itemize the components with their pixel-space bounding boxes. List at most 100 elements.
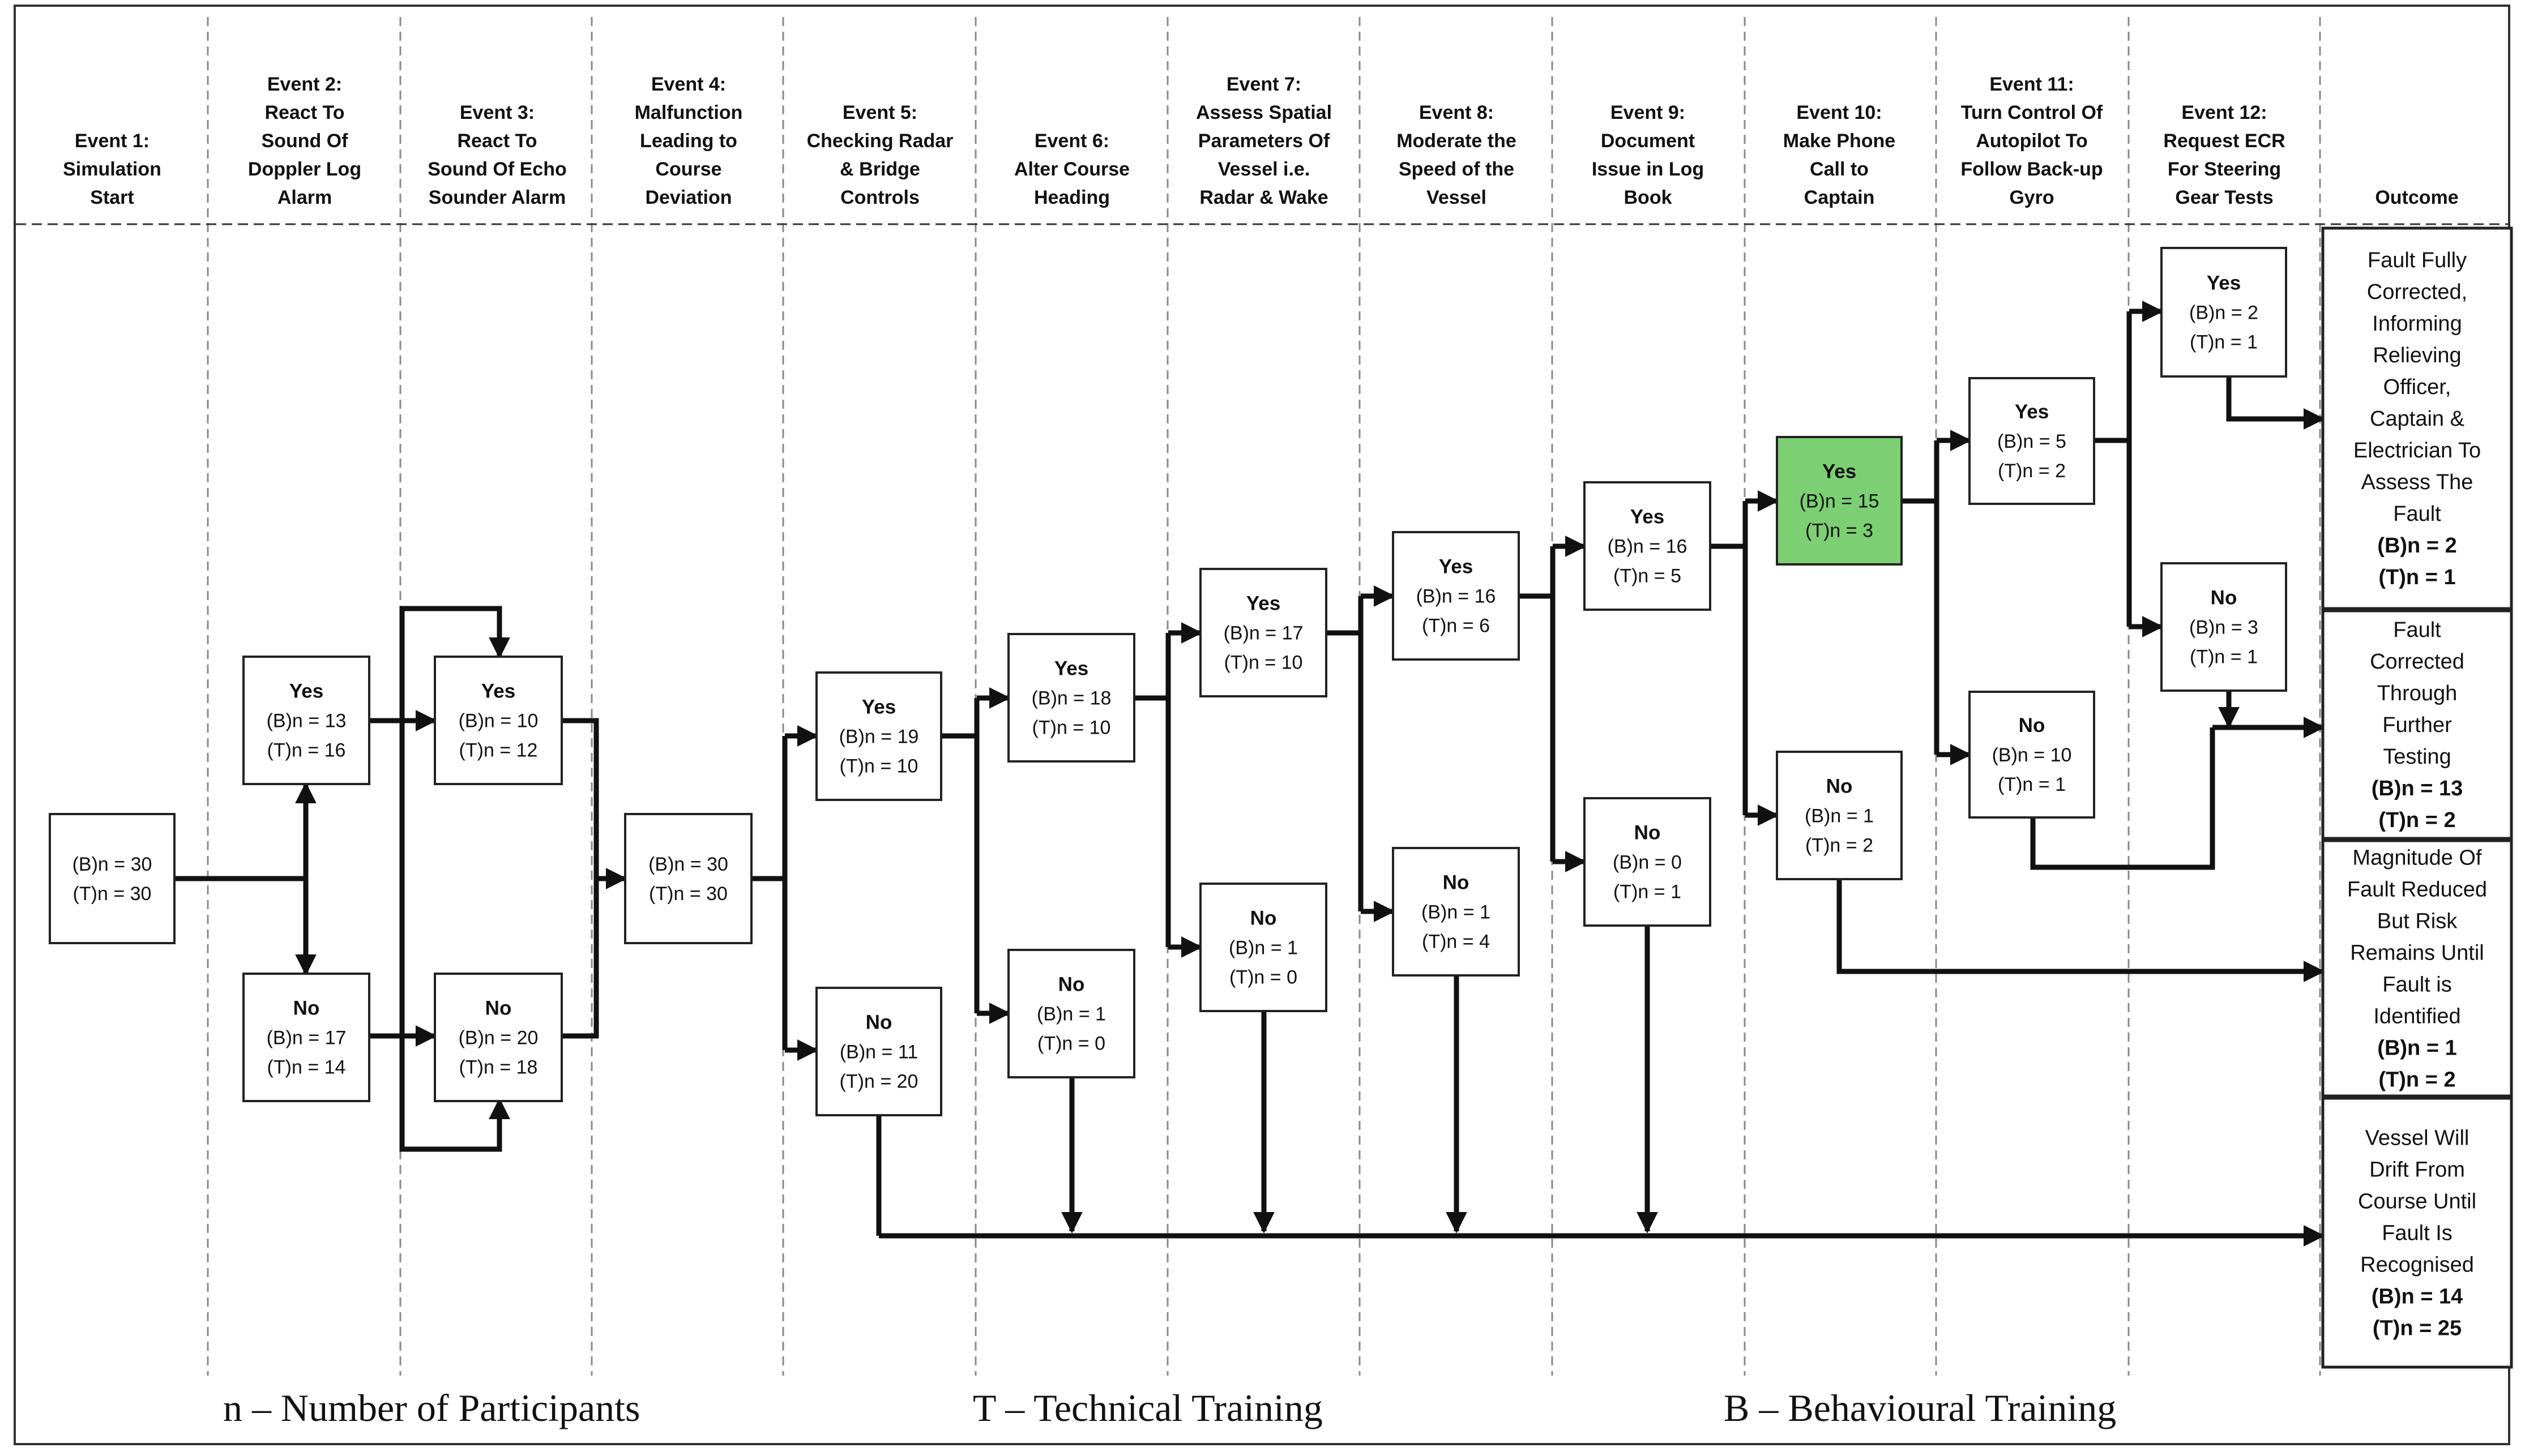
node-count-technical: (T)n = 2	[1998, 460, 2066, 482]
node-count-technical: (T)n = 6	[1422, 615, 1490, 637]
legend-participants: n – Number of Participants	[223, 1386, 640, 1429]
node-count-technical: (T)n = 1	[2190, 332, 2258, 353]
event-header-line: Moderate the	[1396, 130, 1516, 152]
node-e8-no: No(B)n = 1(T)n = 4	[1392, 847, 1520, 977]
outcome-count-technical: (T)n = 2	[2378, 808, 2455, 832]
node-count-technical: (T)n = 0	[1037, 1033, 1105, 1055]
event-header-line: Sounder Alarm	[429, 187, 566, 208]
outcome-text: Testing	[2383, 745, 2451, 769]
node-answer: Yes	[1630, 506, 1664, 528]
node-count-behavioural: (B)n = 17	[1224, 623, 1304, 644]
event-header-line: Course	[655, 159, 721, 180]
connector	[1836, 879, 2325, 982]
outcome-boxes: Fault FullyCorrected,InformingRelievingO…	[2321, 226, 2513, 1369]
outcome-2: FaultCorrectedThroughFurtherTesting(B)n …	[2321, 609, 2513, 840]
node-count-technical: (T)n = 0	[1229, 967, 1297, 988]
outcome-count-behavioural: (B)n = 13	[2372, 777, 2463, 800]
event-header-line: Alter Course	[1014, 159, 1130, 180]
node-count-behavioural: (B)n = 30	[648, 854, 728, 875]
node-answer: No	[1250, 907, 1277, 930]
outcome-text: Fault Is	[2382, 1222, 2453, 1245]
node-count-behavioural: (B)n = 10	[459, 710, 539, 732]
node-count-behavioural: (B)n = 3	[2189, 617, 2258, 639]
outcome-text: Corrected	[2370, 650, 2464, 674]
node-count-technical: (T)n = 1	[2190, 646, 2258, 668]
node-count-behavioural: (B)n = 16	[1608, 536, 1687, 558]
node-count-technical: (T)n = 1	[1998, 774, 2066, 795]
event-header-line: Deviation	[645, 187, 732, 208]
event-header-line: Leading to	[640, 130, 737, 152]
event-header-line: Simulation	[63, 159, 161, 180]
node-box	[2160, 562, 2287, 692]
node-count-technical: (T)n = 3	[1805, 520, 1873, 542]
event-header-line: Sound Of	[262, 130, 349, 152]
node-count-technical: (T)n = 2	[1805, 835, 1873, 857]
node-e9-yes: Yes(B)n = 16(T)n = 5	[1583, 481, 1711, 611]
outcome-count-technical: (T)n = 2	[2378, 1068, 2455, 1092]
event-header-line: Make Phone	[1783, 130, 1895, 152]
node-count-technical: (T)n = 14	[267, 1057, 346, 1078]
node-box	[1392, 531, 1520, 661]
event-header-line: Issue in Log	[1592, 159, 1704, 180]
event-header-line: Gear Tests	[2175, 187, 2273, 208]
node-answer: Yes	[862, 696, 896, 718]
node-answer: Yes	[1246, 593, 1280, 615]
node-answer: No	[1443, 872, 1469, 894]
node-e12-yes: Yes(B)n = 2(T)n = 1	[2160, 247, 2287, 378]
outcome-text: Fault Reduced	[2347, 878, 2487, 902]
event-header-line: Event 7:	[1227, 74, 1301, 95]
node-count-technical: (T)n = 20	[840, 1071, 918, 1093]
node-count-behavioural: (B)n = 1	[1421, 902, 1490, 923]
event-header-line: Autopilot To	[1976, 130, 2088, 152]
event-header-line: Event 4:	[651, 74, 726, 95]
node-e7-yes: Yes (B)n = 17 (T)n = 10	[1199, 568, 1327, 697]
node-e4: (B)n = 30(T)n = 30	[624, 813, 753, 944]
outcome-text: Corrected,	[2367, 280, 2467, 304]
event-header-line: Request ECR	[2163, 130, 2285, 152]
node-count-technical: (T)n = 12	[459, 740, 538, 761]
node-box	[1392, 847, 1520, 977]
node-count-behavioural: (B)n = 15	[1800, 491, 1879, 512]
node-box	[815, 987, 942, 1116]
node-count-behavioural: (B)n = 5	[1997, 431, 2066, 452]
outcome-1: Fault FullyCorrected,InformingRelievingO…	[2321, 226, 2513, 610]
outcome-box	[2321, 226, 2513, 610]
node-e5-no: No(B)n = 11(T)n = 20	[815, 987, 942, 1116]
node-e2-no: No(B)n = 17(T)n = 14	[242, 973, 370, 1102]
node-e11-yes: Yes(B)n = 5(T)n = 2	[1968, 377, 2095, 505]
node-e7-no: No(B)n = 1(T)n = 0	[1199, 883, 1327, 1012]
node-count-behavioural: (B)n = 20	[459, 1027, 539, 1049]
event-header-line: Event 8:	[1419, 102, 1494, 123]
node-answer: No	[2211, 587, 2237, 609]
node-count-behavioural: (B)n = 10	[1992, 744, 2072, 766]
node-count-technical: (T)n = 10	[1032, 717, 1111, 739]
node-answer: No	[293, 997, 320, 1020]
event-header-line: Event 10:	[1796, 102, 1882, 123]
outcome-text: Magnitude Of	[2352, 846, 2482, 870]
flow-connectors	[174, 301, 2325, 1247]
event-header-line: Follow Back-up	[1960, 159, 2103, 180]
event-header-line: Gyro	[2009, 187, 2054, 208]
event-header-line: Parameters Of	[1198, 130, 1330, 152]
outcome-count-behavioural: (B)n = 14	[2372, 1285, 2463, 1309]
outcome-text: Assess The	[2361, 470, 2473, 494]
event-header-line: Radar & Wake	[1199, 187, 1328, 208]
outcome-text: Fault	[2393, 502, 2441, 526]
node-count-technical: (T)n = 10	[1224, 652, 1303, 674]
node-count-behavioural: (B)n = 1	[1037, 1004, 1106, 1025]
node-box	[2160, 247, 2287, 378]
event-header-line: Call to	[1810, 159, 1869, 180]
node-answer: No	[2019, 714, 2045, 736]
event-header-line: React To	[457, 130, 537, 152]
outcome-text: Remains Until	[2350, 941, 2484, 965]
outcome-text: Through	[2377, 682, 2458, 705]
outcome-text: Captain &	[2370, 407, 2464, 431]
node-e10-yes: Yes(B)n = 15(T)n = 3	[1776, 436, 1903, 566]
node-box	[242, 656, 370, 785]
event-header-line: Event 1:	[75, 130, 149, 152]
node-box	[1007, 633, 1135, 763]
